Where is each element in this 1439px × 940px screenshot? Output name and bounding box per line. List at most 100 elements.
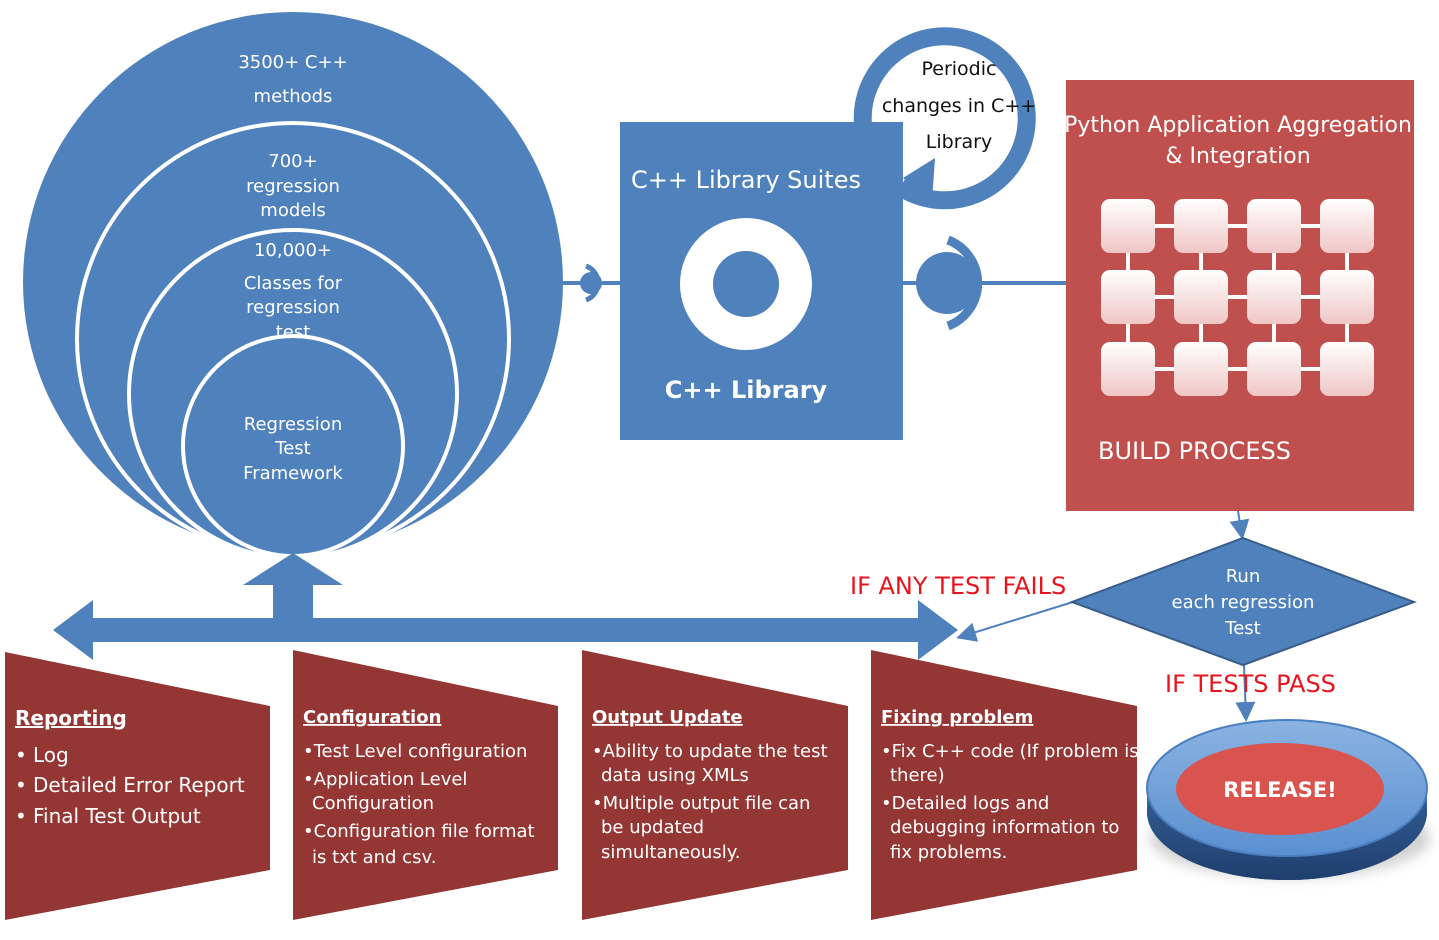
disc-center: [1176, 743, 1384, 835]
third-circle-line-1: 10,000+: [254, 240, 332, 261]
periodic-line-3: Library: [926, 131, 992, 153]
third-circle-line-3: regression: [246, 297, 340, 318]
second-circle-line-3: models: [260, 200, 325, 221]
bottom-panels: Reporting •Log •Detailed Error Report •F…: [5, 650, 1139, 920]
build-tile: [1101, 199, 1155, 253]
output-update-item-1-line-2: data using XMLs: [601, 765, 749, 786]
build-tile: [1174, 342, 1228, 396]
configuration-title: Configuration: [303, 707, 441, 728]
fixing-problem-item-1: •Fix C++ code (If problem is: [881, 741, 1139, 762]
periodic-line-2: changes in C++: [882, 95, 1036, 117]
decision-line-3: Test: [1224, 618, 1260, 639]
reporting-item-3: Final Test Output: [33, 804, 201, 828]
configuration-item-3-line-2: is txt and csv.: [312, 847, 436, 868]
output-update-item-1: •Ability to update the test: [592, 741, 828, 762]
configuration-item-2-line-2: Configuration: [312, 793, 434, 814]
fixing-problem-title: Fixing problem: [881, 707, 1033, 728]
build-tile: [1247, 270, 1301, 324]
panel-reporting: [5, 652, 270, 920]
if-tests-pass-label: IF TESTS PASS: [1165, 670, 1336, 698]
library-subtitle: C++ Library: [665, 376, 828, 404]
reporting-bullet-2: •Detailed Error Report: [15, 773, 245, 797]
bullet-symbol: •: [15, 743, 27, 767]
decision-line-2: each regression: [1172, 592, 1315, 613]
build-tile: [1101, 342, 1155, 396]
bullet-symbol: •: [592, 793, 603, 814]
second-circle-line-2: regression: [246, 176, 340, 197]
release-disc: RELEASE!: [1146, 719, 1430, 880]
build-process-label: BUILD PROCESS: [1098, 437, 1291, 465]
fixing-problem-item-2: •Detailed logs and: [881, 793, 1049, 814]
bullet-symbol: •: [303, 769, 314, 790]
bullet-symbol: •: [15, 804, 27, 828]
library-core: [713, 251, 779, 317]
output-update-item-2-line-3: simultaneously.: [601, 842, 741, 863]
output-update-title: Output Update: [592, 707, 743, 728]
release-label: RELEASE!: [1223, 778, 1337, 802]
fixing-problem-item-1-line-1: Fix C++ code (If problem is: [892, 741, 1139, 762]
build-tile: [1320, 270, 1374, 324]
cpp-library-box: C++ Library Suites C++ Library: [620, 122, 903, 440]
reporting-title: Reporting: [15, 706, 127, 730]
pass-arrow: [1235, 664, 1256, 722]
bullet-symbol: •: [881, 793, 892, 814]
build-tile: [1174, 270, 1228, 324]
output-update-item-2-line-1: Multiple output file can: [603, 793, 811, 814]
reporting-item-1: Log: [33, 743, 69, 767]
inner-circle-line-1: Regression: [244, 414, 342, 435]
decision-diamond: [1069, 536, 1417, 667]
nested-circles: 3500+ C++ methods 700+ regression models…: [23, 12, 563, 560]
build-tile: [1101, 270, 1155, 324]
if-any-test-fails-label: IF ANY TEST FAILS: [850, 572, 1066, 600]
build-grid-tiles: [1101, 199, 1374, 396]
fixing-problem-item-2-line-3: fix problems.: [890, 842, 1007, 863]
decision-line-1: Run: [1226, 566, 1261, 587]
fixing-problem-item-1-line-2: there): [890, 765, 945, 786]
configuration-item-3: •Configuration file format: [303, 821, 535, 842]
reporting-bullet-1: •Log: [15, 743, 69, 767]
build-tile: [1320, 199, 1374, 253]
regression-test-decision: Run each regression Test: [1069, 536, 1417, 667]
cycle-arrowhead: [903, 158, 935, 202]
feedback-bus-arrow: [53, 553, 958, 660]
third-circle-line-2: Classes for: [244, 273, 343, 294]
bullet-symbol: •: [15, 773, 27, 797]
configuration-item-2: •Application Level: [303, 769, 467, 790]
bullet-symbol: •: [881, 741, 892, 762]
output-update-item-1-line-1: Ability to update the test: [603, 741, 828, 762]
third-circle-line-4: test: [276, 322, 311, 343]
python-title-line-2: & Integration: [1165, 144, 1310, 169]
reporting-bullet-3: •Final Test Output: [15, 804, 201, 828]
fixing-problem-item-2-line-2: debugging information to: [890, 817, 1119, 838]
reporting-item-2: Detailed Error Report: [33, 773, 245, 797]
periodic-line-1: Periodic: [922, 58, 997, 80]
output-update-item-2: •Multiple output file can: [592, 793, 810, 814]
configuration-item-1-line-1: Test Level configuration: [313, 741, 528, 762]
inner-circle-line-3: Framework: [243, 463, 343, 484]
python-application-box: Python Application Aggregation & Integra…: [1064, 80, 1414, 511]
periodic-changes-cycle: Periodic changes in C++ Library: [853, 27, 1036, 210]
library-python-connector: [903, 235, 1066, 331]
build-to-test-arrow: [1229, 510, 1250, 540]
configuration-item-3-line-1: Configuration file format: [314, 821, 535, 842]
python-title-line-1: Python Application Aggregation: [1064, 113, 1412, 138]
inner-circle-line-2: Test: [274, 438, 310, 459]
configuration-item-2-line-1: Application Level: [314, 769, 468, 790]
build-tile: [1247, 342, 1301, 396]
bullet-symbol: •: [592, 741, 603, 762]
second-circle-line-1: 700+: [268, 151, 317, 172]
library-title: C++ Library Suites: [631, 166, 861, 194]
configuration-item-1: •Test Level configuration: [303, 741, 527, 762]
bullet-symbol: •: [303, 821, 314, 842]
panel-fixing-problem: [871, 650, 1137, 920]
build-tile: [1247, 199, 1301, 253]
bullet-symbol: •: [303, 741, 314, 762]
build-tile: [1174, 199, 1228, 253]
output-update-item-2-line-2: be updated: [601, 817, 704, 838]
outer-circle-line-2: methods: [254, 86, 333, 107]
fail-arrow: [956, 601, 1074, 642]
build-tile: [1320, 342, 1374, 396]
outer-circle-line-1: 3500+ C++: [238, 52, 347, 73]
cycle-arc: [853, 27, 1036, 210]
